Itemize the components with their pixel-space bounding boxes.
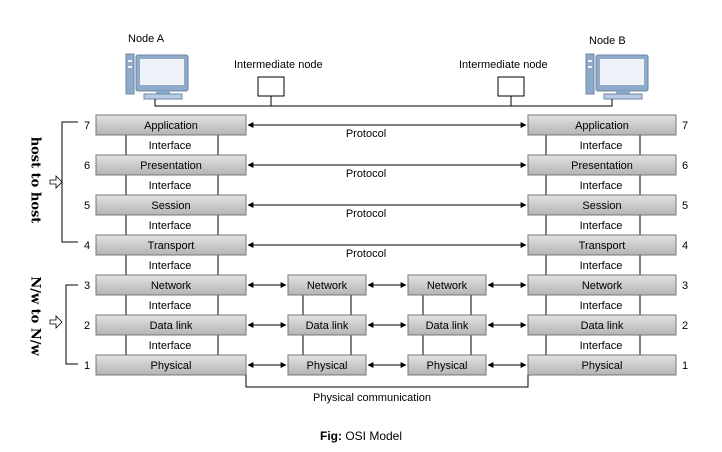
layer-3-host-b-label: Network [582,280,623,292]
protocol-label-layer-4: Protocol [346,248,386,260]
interface-label: Interface [580,140,623,152]
physical-communication-link [245,375,529,388]
layer-7-host-a: Application [95,114,247,136]
interface-label: Interface [149,300,192,312]
layer-5-host-b: Session [527,194,677,216]
nw-to-nw-label: N/w to N/w [28,276,43,356]
layer-number: 4 [84,240,90,252]
layer-number: 2 [84,320,90,332]
interface-label: Interface [149,340,192,352]
layer-6-host-a: Presentation [95,154,247,176]
layer-7-host-a-label: Application [144,120,198,132]
caption-prefix: Fig: [320,429,342,443]
router-1-physical: Physical [287,354,367,376]
hop-arrows [247,282,527,368]
node-a-computer-icon [125,53,189,100]
interface-label: Interface [149,260,192,272]
router-2-network: Network [407,274,487,296]
layer-3-host-a: Network [95,274,247,296]
layer-number: 5 [682,200,688,212]
intermediate-node-left-label: Intermediate node [234,59,323,71]
layer-5-host-a: Session [95,194,247,216]
router-2-data-link: Data link [407,314,487,336]
layer-2-host-a: Data link [95,314,247,336]
router-2-physical-label: Physical [427,360,468,372]
layer-2-host-b-label: Data link [581,320,624,332]
layer-1-host-a: Physical [95,354,247,376]
caption-text: OSI Model [342,429,402,443]
layer-6-host-b: Presentation [527,154,677,176]
layer-2-host-b: Data link [527,314,677,336]
layer-6-host-a-label: Presentation [140,160,202,172]
router-2-network-label: Network [427,280,468,292]
host-to-host-arrow-icon [49,175,63,189]
nw-to-nw-bracket [65,284,78,365]
layer-number: 3 [682,280,688,292]
layer-7-host-b-label: Application [575,120,629,132]
router-2-data-link-label: Data link [426,320,469,332]
protocol-label-layer-6: Protocol [346,168,386,180]
router-1-network: Network [287,274,367,296]
layer-3-host-b: Network [527,274,677,296]
interface-label: Interface [580,180,623,192]
layer-number: 5 [84,200,90,212]
layer-number: 7 [84,120,90,132]
router-1-data-link: Data link [287,314,367,336]
router-1-network-label: Network [307,280,348,292]
layer-2-host-a-label: Data link [150,320,193,332]
protocol-label-layer-7: Protocol [346,128,386,140]
router-1-data-link-label: Data link [306,320,349,332]
layer-numbers-right: 7 6 5 4 3 2 1 [682,120,688,372]
layer-number: 1 [682,360,688,372]
intermediate-node-right-label: Intermediate node [459,59,548,71]
layer-6-host-b-label: Presentation [571,160,633,172]
interface-label: Interface [149,180,192,192]
intermediate-node-left-box [257,76,285,97]
layer-4-host-b-label: Transport [579,240,626,252]
router-1-physical-label: Physical [307,360,348,372]
layer-number: 6 [682,160,688,172]
layer-4-host-a: Transport [95,234,247,256]
layer-numbers-left: 7 6 5 4 3 2 1 [84,120,90,372]
interface-labels-host-b: Interface Interface Interface Interface … [580,140,623,352]
interface-label: Interface [149,220,192,232]
figure-caption: Fig: OSI Model [320,429,402,443]
host-to-host-label: host to host [28,137,43,224]
layer-3-host-a-label: Network [151,280,192,292]
network-link [154,96,613,107]
layer-5-host-b-label: Session [582,200,621,212]
protocol-label-layer-5: Protocol [346,208,386,220]
interface-labels-host-a: Interface Interface Interface Interface … [149,140,192,352]
layer-number: 1 [84,360,90,372]
layer-4-host-a-label: Transport [148,240,195,252]
layer-number: 3 [84,280,90,292]
node-b-computer-icon [585,53,649,100]
interface-label: Interface [149,140,192,152]
nw-to-nw-arrow-icon [49,315,63,329]
interface-label: Interface [580,340,623,352]
interface-label: Interface [580,260,623,272]
intermediate-node-right-box [497,76,525,97]
layer-1-host-b: Physical [527,354,677,376]
layer-number: 4 [682,240,688,252]
host-to-host-bracket [61,121,78,243]
node-a-label: Node A [128,33,165,45]
protocol-arrows [247,122,527,248]
interface-label: Interface [580,220,623,232]
layer-4-host-b: Transport [527,234,677,256]
layer-1-host-a-label: Physical [151,360,192,372]
layer-5-host-a-label: Session [151,200,190,212]
layer-7-host-b: Application [527,114,677,136]
layer-number: 7 [682,120,688,132]
layer-1-host-b-label: Physical [582,360,623,372]
layer-number: 6 [84,160,90,172]
layer-number: 2 [682,320,688,332]
router-2-physical: Physical [407,354,487,376]
interface-label: Interface [580,300,623,312]
physical-communication-label: Physical communication [313,392,431,404]
node-b-label: Node B [589,35,626,47]
